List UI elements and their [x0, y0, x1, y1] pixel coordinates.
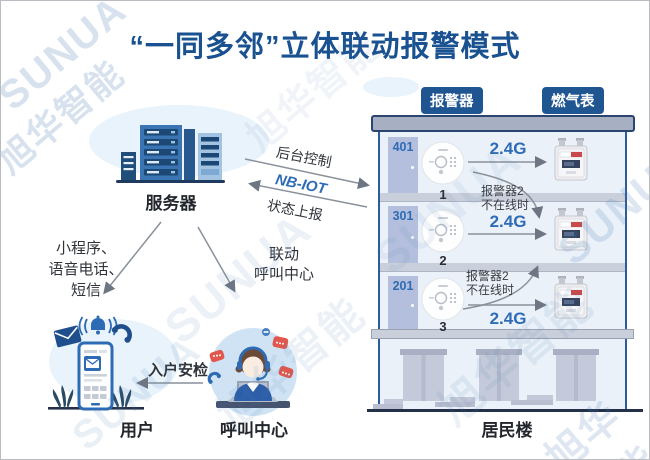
- entry-steps: [373, 398, 403, 409]
- arrow-to-call-center: [197, 226, 236, 293]
- alarm-number: 2: [439, 253, 447, 268]
- gas-meter-icon: [554, 138, 588, 181]
- support-agent-icon: [207, 328, 297, 416]
- ground-door: [400, 349, 447, 401]
- plant-left: [52, 385, 74, 409]
- gas-alarm-icon-3: [421, 277, 465, 321]
- server-label: 服务器: [145, 194, 197, 213]
- entry-steps: [511, 394, 553, 405]
- gas-alarm-icon-2: [421, 209, 465, 253]
- alarm-number: 1: [439, 187, 447, 202]
- alarm-column-badge: 报警器: [421, 87, 483, 114]
- phone-handset-icon: [111, 324, 132, 343]
- flow-label-nbiot: NB-IOT: [274, 171, 328, 198]
- flow-label-linkage-call-center: 联动 呼叫中心: [253, 246, 314, 283]
- ground-slab: [371, 329, 634, 339]
- gas-alarm-icon-1: [421, 141, 465, 185]
- ground-door: [476, 349, 522, 401]
- server-stack-icon: [116, 125, 225, 183]
- building-base-line: [367, 409, 643, 412]
- page-title: “一同多邻”立体联动报警模式: [129, 31, 521, 63]
- building-label: 居民楼: [481, 421, 533, 440]
- room-number: 201: [392, 279, 414, 293]
- link-2g4-label: 2.4G: [489, 212, 527, 231]
- door-401: 401: [388, 137, 418, 193]
- link-2g4-label: 2.4G: [489, 139, 527, 158]
- room-number: 301: [392, 209, 414, 223]
- offline-note: 报警器2 不在线时: [466, 269, 515, 297]
- building-roof: [371, 115, 635, 132]
- flow-label-home-inspection: 入户安检: [147, 362, 208, 379]
- plant-right: [110, 385, 132, 409]
- entry-steps: [435, 396, 475, 407]
- bell-icon: [78, 315, 118, 336]
- meter-column-badge: 燃气表: [542, 87, 604, 114]
- cloud-shape: [363, 77, 419, 97]
- room-number: 401: [392, 140, 414, 154]
- user-label: 用户: [120, 421, 154, 440]
- door-201: 201: [388, 276, 418, 329]
- gas-meter-icon: [554, 276, 588, 319]
- flow-label-user-channels: 小程序、 语音电话、 短信: [48, 240, 124, 299]
- ground-door: [553, 349, 599, 401]
- gas-meter-icon: [554, 208, 588, 251]
- link-2g4-label: 2.4G: [489, 309, 527, 328]
- door-301: 301: [388, 206, 418, 263]
- mail-icon: [53, 325, 82, 348]
- offline-note: 报警器2 不在线时: [481, 184, 530, 212]
- call-center-label: 呼叫中心: [220, 421, 288, 440]
- smartphone-alert-icon: [48, 315, 144, 411]
- alarm-number: 3: [439, 319, 447, 334]
- phone-handset-icon: [207, 371, 221, 384]
